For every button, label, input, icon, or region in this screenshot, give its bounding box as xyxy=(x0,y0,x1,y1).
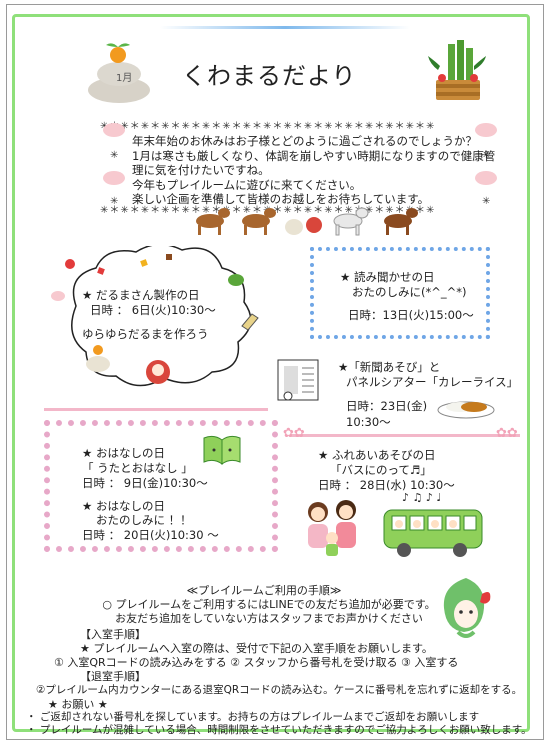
exit-heading: 【退室手順】 xyxy=(80,670,146,683)
newspaper-event-date: 日時：23日(金) xyxy=(346,399,428,413)
mascot-character-icon xyxy=(443,578,491,638)
daruma-event-date: 日時 ： 6日(火)10:30～ xyxy=(90,303,216,317)
entry-heading: 【入室手順】 xyxy=(80,628,146,641)
flower-icon: ✿✿ xyxy=(283,426,305,441)
daruma-event-title: ★ だるまさん製作の日 xyxy=(82,288,200,302)
play-event-title: ★ ふれあいあそびの日 xyxy=(318,448,436,462)
exit-text: ②プレイルーム内カウンターにある退室QRコードの読み込む。ケースに番号札を忘れず… xyxy=(36,684,523,696)
rules-heading: ≪プレイルームご利用の手順≫ xyxy=(186,584,342,597)
story-event-2-title: ★ おはなしの日 xyxy=(82,499,165,513)
intro-line: 1月は寒さも厳しくなり、体調を崩しやすい時期になりますので健康管 xyxy=(132,148,496,163)
play-event-subtitle: 「バスにのって♬」 xyxy=(330,463,432,477)
kadomatsu-icon xyxy=(428,40,486,100)
newspaper-event-title: ★「新聞あそび」と xyxy=(338,360,441,374)
storytime-event-subtitle: おたのしみに(*^_^*) xyxy=(352,285,467,299)
request-heading: ★ お願い ★ xyxy=(48,698,108,711)
storytime-event-box xyxy=(310,247,490,339)
request-line-1: ・ ご返却されない番号札を探しています。お持ちの方はプレイルームまでご返却をお願… xyxy=(26,711,480,723)
music-note-icon: ♪ ♫ ♪ ♩ xyxy=(402,491,442,504)
horse-illustration-row xyxy=(196,207,418,236)
intro-line: 理に気を付けたいですね。 xyxy=(132,163,270,177)
cloud-column-left: ✳ ✳ xyxy=(103,123,125,207)
intro-line: 年末年始のお休みはお子様とどのように過ごされるのでしょうか？ xyxy=(132,134,477,148)
story-event-2-subtitle: おたのしみに ！！ xyxy=(96,513,192,527)
svg-text:✳: ✳ xyxy=(110,196,118,207)
cloud-column-right: ✳ ✳ xyxy=(475,123,497,207)
svg-text:✳: ✳ xyxy=(110,150,118,161)
story-event-1-subtitle: 「 うたとおはなし 」 xyxy=(82,461,193,475)
storytime-event-date: 日時：13日(火)15:00～ xyxy=(348,308,474,322)
newspaper-icon xyxy=(277,359,319,401)
flower-icon: ✿✿ xyxy=(496,426,518,441)
parent-child-illustration xyxy=(308,500,356,556)
entry-text: ★ プレイルームへ入室の際は、受付で下記の入室手順をお願いします。 xyxy=(80,642,433,655)
story-event-1-title: ★ おはなしの日 xyxy=(82,446,165,460)
usage-rules-section: ≪プレイルームご利用の手順≫ ○ プレイルームをご利用するにはLINEでの友だち… xyxy=(0,584,558,627)
play-event-date: 日時 ： 28日(水) 10:30～ xyxy=(318,478,455,492)
bus-icon xyxy=(383,509,483,557)
entry-steps: ① 入室QRコードの読み込みをする ② スタッフから番号札を受け取る ③ 入室す… xyxy=(54,656,459,669)
pink-ribbon-line xyxy=(44,408,268,411)
daruma-event-note: ゆらゆらだるまを作ろう xyxy=(82,327,209,341)
intro-message: 年末年始のお休みはお子様とどのように過ごされるのでしょうか？ 1月は寒さも厳しく… xyxy=(132,134,495,207)
daruma-event-cloud xyxy=(51,246,259,387)
svg-text:✳: ✳ xyxy=(482,150,490,161)
svg-text:✳: ✳ xyxy=(482,196,490,207)
book-icon xyxy=(203,435,241,465)
pink-ribbon-line xyxy=(290,434,520,437)
story-event-box xyxy=(44,420,278,552)
story-event-1-date: 日時 ： 9日(金)10:30～ xyxy=(82,476,208,490)
rules-line-friend: お友だち追加をしていない方はスタッフまでお声かけください xyxy=(115,612,423,626)
story-event-2-date: 日時 ： 20日(火)10:30 ～ xyxy=(82,528,219,542)
request-line-2: ・ プレイルームが混雑している場合、時間制限をさせていただきますのでご協力よろし… xyxy=(26,724,532,736)
green-page-frame xyxy=(12,14,530,732)
kagami-mochi-icon xyxy=(88,43,150,103)
intro-line: 楽しい企画を準備して皆様のお越しをお待ちしています。 xyxy=(132,192,430,206)
curry-rice-icon xyxy=(437,401,495,419)
rules-line-line: ○ プレイルームをご利用するにはLINEでの友だち追加が必要です。 xyxy=(102,598,436,612)
storytime-event-title: ★ 読み聞かせの日 xyxy=(340,270,435,284)
newspaper-event-time: 10:30～ xyxy=(346,415,391,429)
newspaper-event-subtitle: パネルシアター「カレーライス」 xyxy=(346,375,519,389)
star-border-top: ✳＊✳＊✳＊✳＊✳＊✳＊✳＊✳＊✳＊✳＊✳＊✳＊✳＊✳＊✳＊✳＊✳ xyxy=(100,121,436,132)
month-badge: 1月 xyxy=(116,73,133,84)
intro-line: 今年もプレイルームに遊びに来てください。 xyxy=(132,177,362,192)
page-title: くわまるだより xyxy=(182,62,357,90)
top-blue-line xyxy=(160,26,410,29)
